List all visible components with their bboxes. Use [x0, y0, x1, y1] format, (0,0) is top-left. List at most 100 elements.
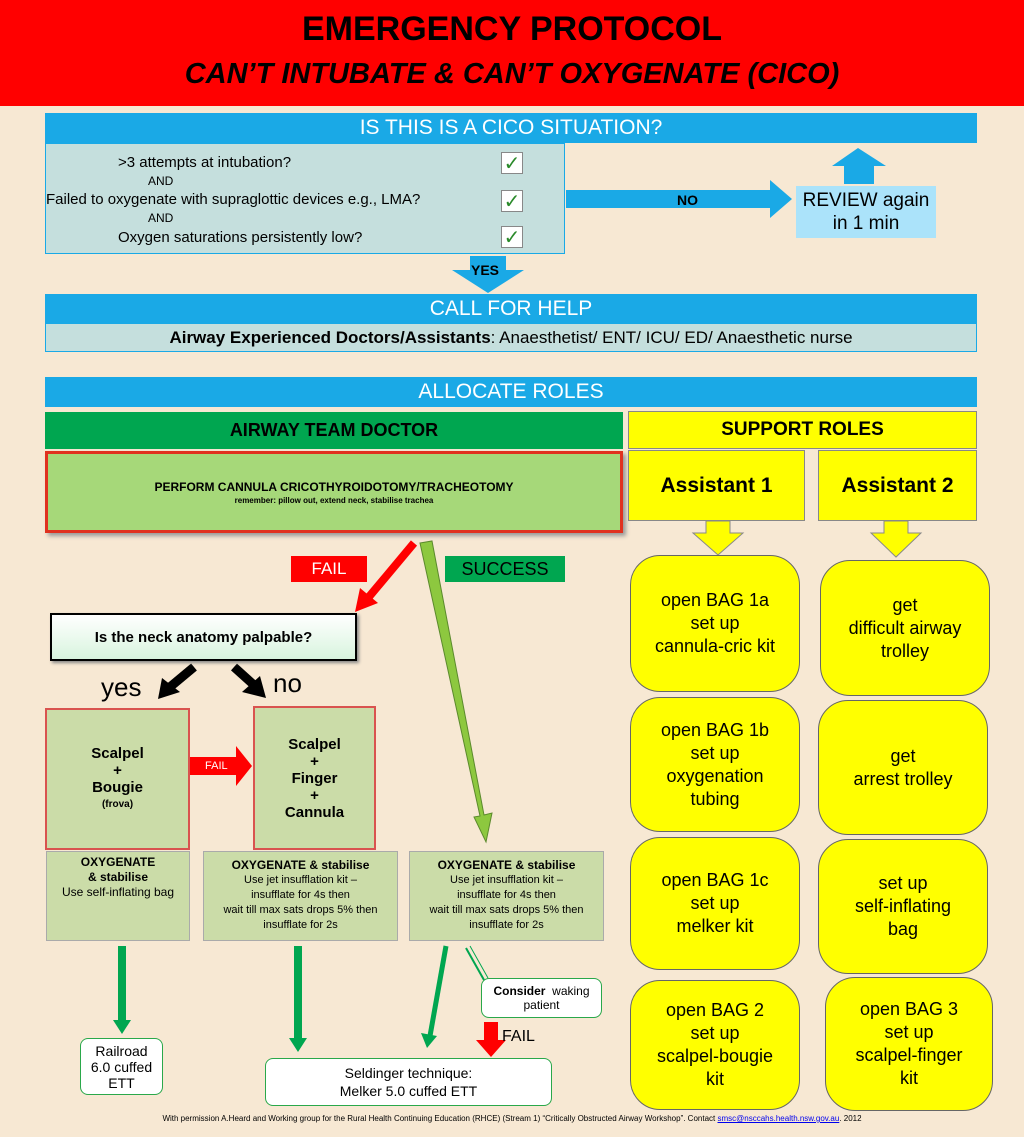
criterion-1: >3 attempts at intubation? [118, 154, 292, 171]
scalpel-finger-line1: Scalpel [288, 735, 341, 753]
no-arrow [566, 180, 792, 218]
footer-credit: With permission A.Heard and Working grou… [0, 1114, 1024, 1123]
a2-task-3-line2: self-inflating [854, 896, 952, 916]
success-arrow [419, 540, 493, 844]
call-for-help-heading: CALL FOR HELP [45, 294, 977, 323]
a1-task-1-line3: cannula-cric kit [654, 636, 776, 656]
call-for-help-detail: Airway Experienced Doctors/Assistants: A… [45, 323, 977, 352]
yes-branch-label: yes [101, 672, 142, 702]
a1-task-2-line1: open BAG 1b [660, 719, 770, 740]
a1-task-2-line2: set up [690, 742, 740, 763]
fail-arrow-head [355, 588, 378, 612]
cico-heading: IS THIS IS A CICO SITUATION? [45, 113, 977, 143]
a1-task-3-line2: set up [690, 893, 740, 913]
checkmark-icon: ✓ [501, 152, 523, 175]
a2-task-3: set up self-inflating bag [818, 839, 988, 974]
success-badge: SUCCESS [445, 556, 565, 582]
a1-task-1-line1: open BAG 1a [660, 590, 770, 610]
a2-task-1-line3: trolley [880, 640, 929, 661]
yes-arrow-head [158, 678, 180, 699]
a1-task-3-line1: open BAG 1c [661, 870, 769, 890]
assistant1-heading: Assistant 1 [628, 450, 805, 521]
criterion-3: Oxygen saturations persistently low? [118, 229, 363, 246]
cico-criteria-box: >3 attempts at intubation? AND Failed to… [45, 143, 565, 254]
a1-task-4-line1: open BAG 2 [665, 1000, 765, 1020]
a1-task-4-line2: set up [690, 1023, 740, 1043]
scalpel-finger-plus1: + [310, 752, 319, 770]
allocate-roles-heading: ALLOCATE ROLES [45, 377, 977, 407]
oxygenate-right-body-4: insufflate for 2s [469, 919, 544, 931]
railroad-arrow-head [113, 1020, 131, 1034]
a2-task-4-line1: open BAG 3 [859, 999, 959, 1019]
a2-task-2-line2: arrest trolley [853, 768, 953, 789]
a2-task-4-line4: kit [900, 1068, 918, 1088]
a1-task-1-line2: set up [690, 613, 740, 633]
review-line-1: REVIEW again [802, 190, 930, 211]
a2-task-4-line3: scalpel-finger [855, 1045, 963, 1065]
footer-year: . 2012 [839, 1114, 862, 1123]
assistant2-heading: Assistant 2 [818, 450, 977, 521]
footer-email-link[interactable]: smsc@nsccahs.health.nsw.gov.au [717, 1114, 840, 1123]
railroad-line2: 6.0 cuffed [90, 1058, 153, 1075]
a2-task-2: get arrest trolley [818, 700, 988, 835]
scalpel-bougie-line1: Scalpel [91, 745, 144, 762]
yes-label: YES [471, 262, 500, 278]
procedure-box: PERFORM CANNULA CRICOTHYROIDOTOMY/TRACHE… [45, 451, 623, 533]
footer-text: With permission A.Heard and Working grou… [162, 1114, 718, 1123]
railroad-line1: Railroad [95, 1042, 148, 1059]
no-branch-label: no [273, 668, 302, 698]
inner-fail-arrow [190, 746, 252, 786]
a1-task-2-line3: oxygenation [666, 765, 764, 786]
consider-bold: Consider [493, 984, 546, 998]
oxygenate-left-body: Use self-inflating bag [61, 885, 175, 899]
criterion-2: Failed to oxygenate with supraglottic de… [46, 191, 421, 208]
oxygenate-mid-body-3: wait till max sats drops 5% then [223, 904, 378, 916]
scalpel-finger-plus2: + [310, 786, 319, 804]
seldinger-line1: Seldinger technique: [344, 1065, 473, 1081]
a1-task-4-line4: kit [706, 1069, 724, 1089]
a1-task-2: open BAG 1b set up oxygenation tubing [630, 697, 800, 832]
oxygenate-right-body-2: insufflate for 4s then [457, 889, 556, 901]
consider-rest: waking [552, 984, 590, 998]
fail-badge: FAIL [291, 556, 367, 582]
consider-line2: patient [523, 998, 560, 1012]
oxygenate-mid-body-4: insufflate for 2s [263, 919, 338, 931]
a1-task-3: open BAG 1c set up melker kit [630, 837, 800, 970]
oxygenate-right-body-1: Use jet insufflation kit – [450, 874, 563, 886]
yes-arrow [452, 256, 524, 293]
assistant1-arrow [691, 520, 745, 556]
a1-task-4: open BAG 2 set up scalpel-bougie kit [630, 980, 800, 1110]
bottom-fail-label: FAIL [502, 1028, 535, 1045]
scalpel-bougie-plus: + [113, 762, 122, 779]
a1-task-2-line4: tubing [690, 788, 740, 809]
a1-task-1: open BAG 1a set up cannula-cric kit [630, 555, 800, 692]
a2-task-1-line1: get [892, 594, 918, 615]
scalpel-bougie-line2: Bougie [92, 779, 143, 796]
a2-task-3-line1: set up [878, 873, 928, 893]
scalpel-finger-box: Scalpel + Finger + Cannula [253, 706, 376, 850]
seldinger-arrow-head-right [421, 1033, 437, 1048]
call-for-help-rest: : Anaesthetist/ ENT/ ICU/ ED/ Anaestheti… [490, 327, 853, 347]
oxygenate-right-body-3: wait till max sats drops 5% then [429, 904, 584, 916]
a2-task-4: open BAG 3 set up scalpel-finger kit [825, 977, 993, 1111]
a2-task-3-line3: bag [887, 919, 919, 939]
review-box: REVIEW again in 1 min [796, 186, 936, 238]
seldinger-box: Seldinger technique: Melker 5.0 cuffed E… [265, 1058, 552, 1106]
scalpel-bougie-box: Scalpel + Bougie (frova) [45, 708, 190, 850]
a2-task-1: get difficult airway trolley [820, 560, 990, 696]
airway-team-heading: AIRWAY TEAM DOCTOR [45, 412, 623, 449]
and-connector-2: AND [148, 211, 174, 225]
support-roles-heading: SUPPORT ROLES [628, 411, 977, 449]
railroad-line3: ETT [108, 1074, 135, 1091]
checkmark-icon: ✓ [501, 226, 523, 249]
call-for-help-bold: Airway Experienced Doctors/Assistants [169, 327, 491, 347]
seldinger-arrow-head-left [289, 1038, 307, 1052]
a1-task-3-line3: melker kit [676, 916, 754, 936]
seldinger-line2: Melker 5.0 cuffed ETT [339, 1083, 478, 1099]
scalpel-bougie-note: (frova) [101, 799, 134, 810]
oxygenate-left-title2: & stabilise [87, 870, 149, 884]
header-banner [0, 0, 1024, 106]
page-subtitle: CAN’T INTUBATE & CAN’T OXYGENATE (CICO) [184, 58, 840, 90]
oxygenate-right-title: OXYGENATE & stabilise [437, 858, 576, 872]
